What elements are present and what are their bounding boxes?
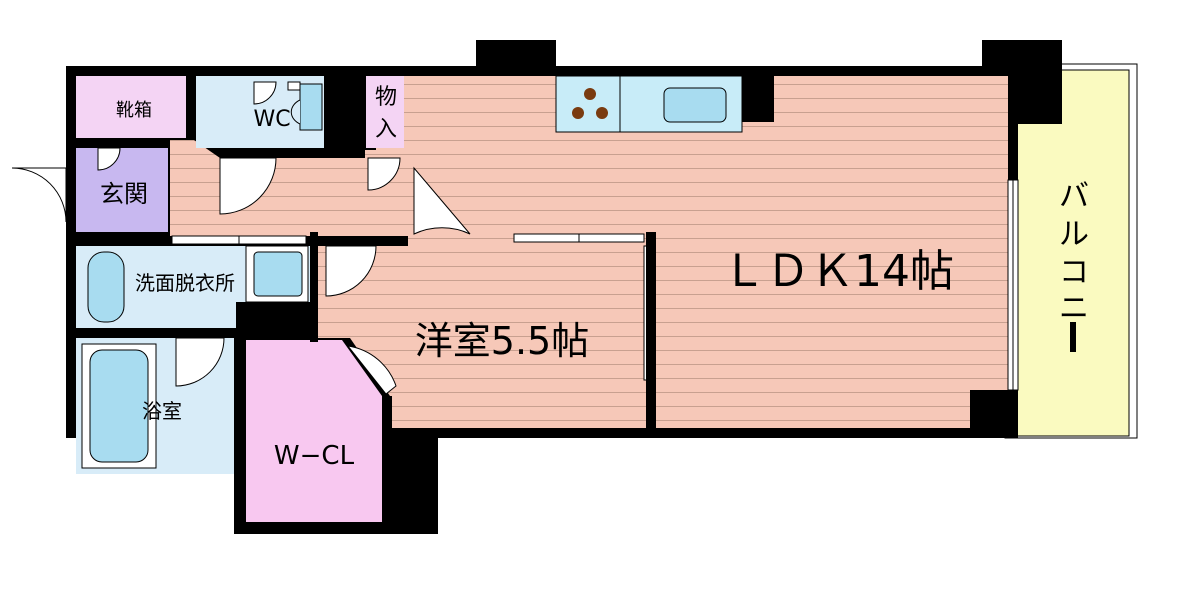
stove-burner-icon bbox=[596, 107, 608, 119]
shoe-closet bbox=[76, 76, 186, 138]
balcony-label-char-4: ニ bbox=[1059, 291, 1089, 326]
western-room-label: 洋室5.5帖 bbox=[415, 319, 589, 363]
walk-in-closet bbox=[246, 340, 382, 522]
balcony-label-char-1: バ bbox=[1059, 179, 1089, 214]
ldk-label: ＬＤＫ14帖 bbox=[722, 246, 954, 297]
bathroom bbox=[76, 338, 234, 474]
storage-label-top: 物 bbox=[375, 85, 397, 110]
bathroom-label: 浴室 bbox=[142, 399, 182, 423]
storage-closet bbox=[366, 76, 404, 148]
stove-burner-icon bbox=[584, 88, 596, 100]
storage-label-bottom: 入 bbox=[375, 117, 397, 142]
balcony-label: バ ル コ ニ bbox=[1059, 179, 1089, 352]
walk-in-closet-label: W−CL bbox=[274, 441, 355, 471]
washroom-label: 洗面脱衣所 bbox=[135, 271, 235, 295]
balcony-label-char-2: ル bbox=[1059, 217, 1089, 252]
kitchen-counter bbox=[555, 75, 774, 133]
entrance-label: 玄関 bbox=[100, 180, 148, 208]
balcony bbox=[1004, 63, 1138, 439]
balcony-label-char-3: コ bbox=[1059, 255, 1089, 290]
western-room bbox=[318, 246, 646, 428]
wc-label: WC bbox=[253, 107, 290, 132]
balcony-label-char-5 bbox=[1070, 322, 1076, 352]
stove-burner-icon bbox=[572, 107, 584, 119]
entrance bbox=[76, 148, 168, 232]
shoe-closet-label: 靴箱 bbox=[116, 100, 152, 121]
doors bbox=[11, 81, 471, 395]
sink-icon bbox=[663, 87, 727, 123]
interior-walls bbox=[236, 232, 1010, 432]
